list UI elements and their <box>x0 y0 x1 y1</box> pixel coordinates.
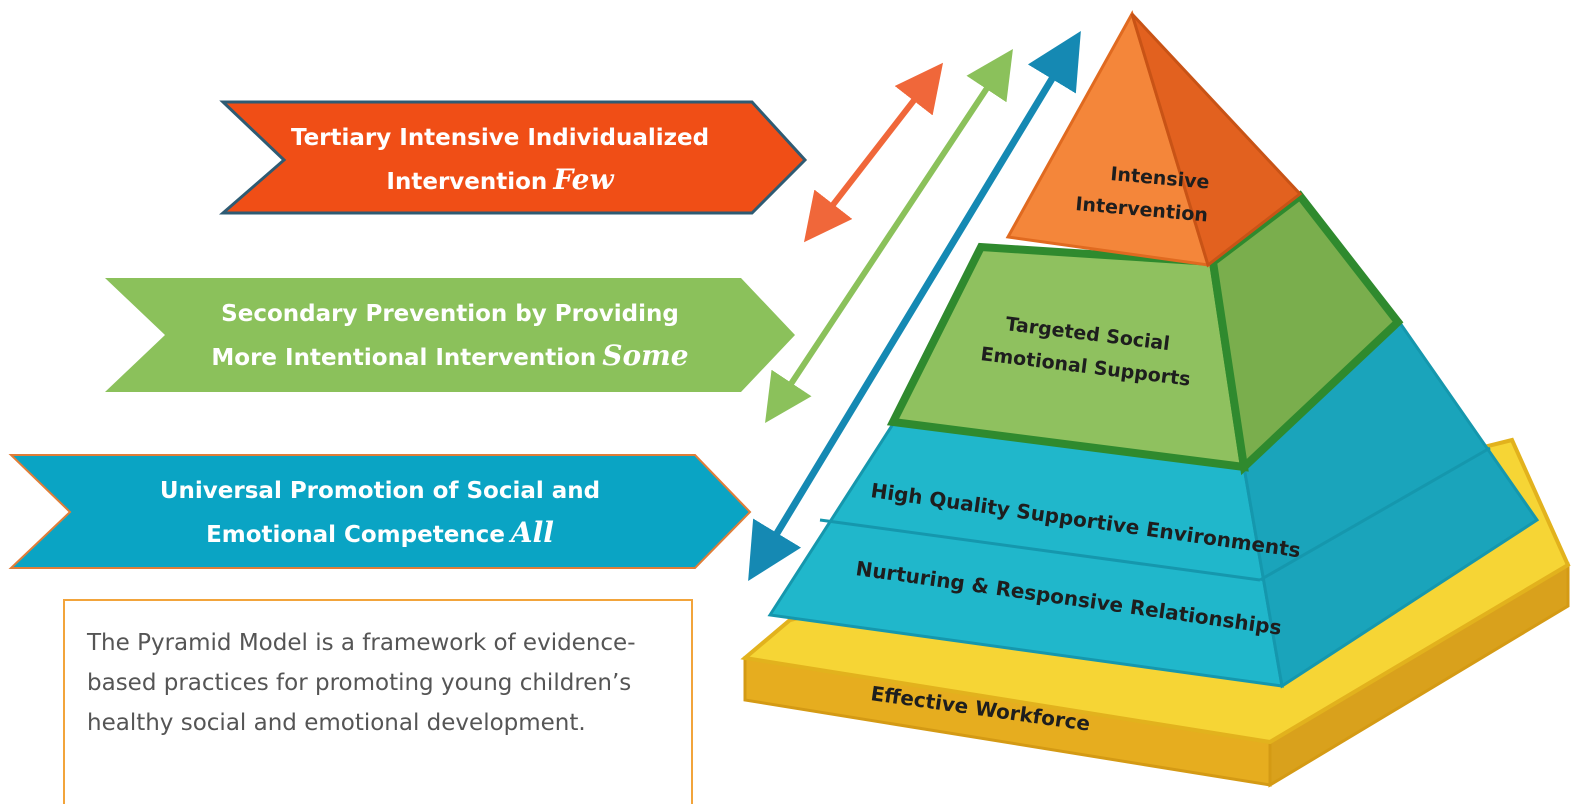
description-box: The Pyramid Model is a framework of evid… <box>63 599 693 804</box>
tertiary-banner-text: Tertiary Intensive Individualized Interv… <box>270 117 730 203</box>
universal-line-1: Universal Promotion of Social and <box>159 478 601 504</box>
description-text: The Pyramid Model is a framework of evid… <box>87 630 636 736</box>
universal-banner-text: Universal Promotion of Social and Emotio… <box>70 470 690 556</box>
secondary-line-2-text: More Intentional Intervention <box>211 345 597 371</box>
tertiary-double-arrow <box>803 62 944 243</box>
universal-quantity: All <box>510 516 554 549</box>
pyramid-middle-tier <box>886 190 1404 476</box>
pyramid-base-tier <box>767 320 1540 689</box>
secondary-quantity: Some <box>602 339 689 372</box>
universal-line-2-text: Emotional Competence <box>206 522 505 548</box>
tertiary-line-2-text: Intervention <box>386 169 548 195</box>
tertiary-line-1: Tertiary Intensive Individualized <box>290 125 710 151</box>
secondary-line-1: Secondary Prevention by Providing <box>221 301 679 327</box>
universal-banner <box>8 454 752 569</box>
secondary-banner <box>105 278 795 392</box>
pyramid-top-tier <box>1005 10 1303 268</box>
secondary-banner-text: Secondary Prevention by Providing More I… <box>160 293 740 379</box>
universal-double-arrow <box>748 31 1081 581</box>
tertiary-quantity: Few <box>553 163 614 196</box>
